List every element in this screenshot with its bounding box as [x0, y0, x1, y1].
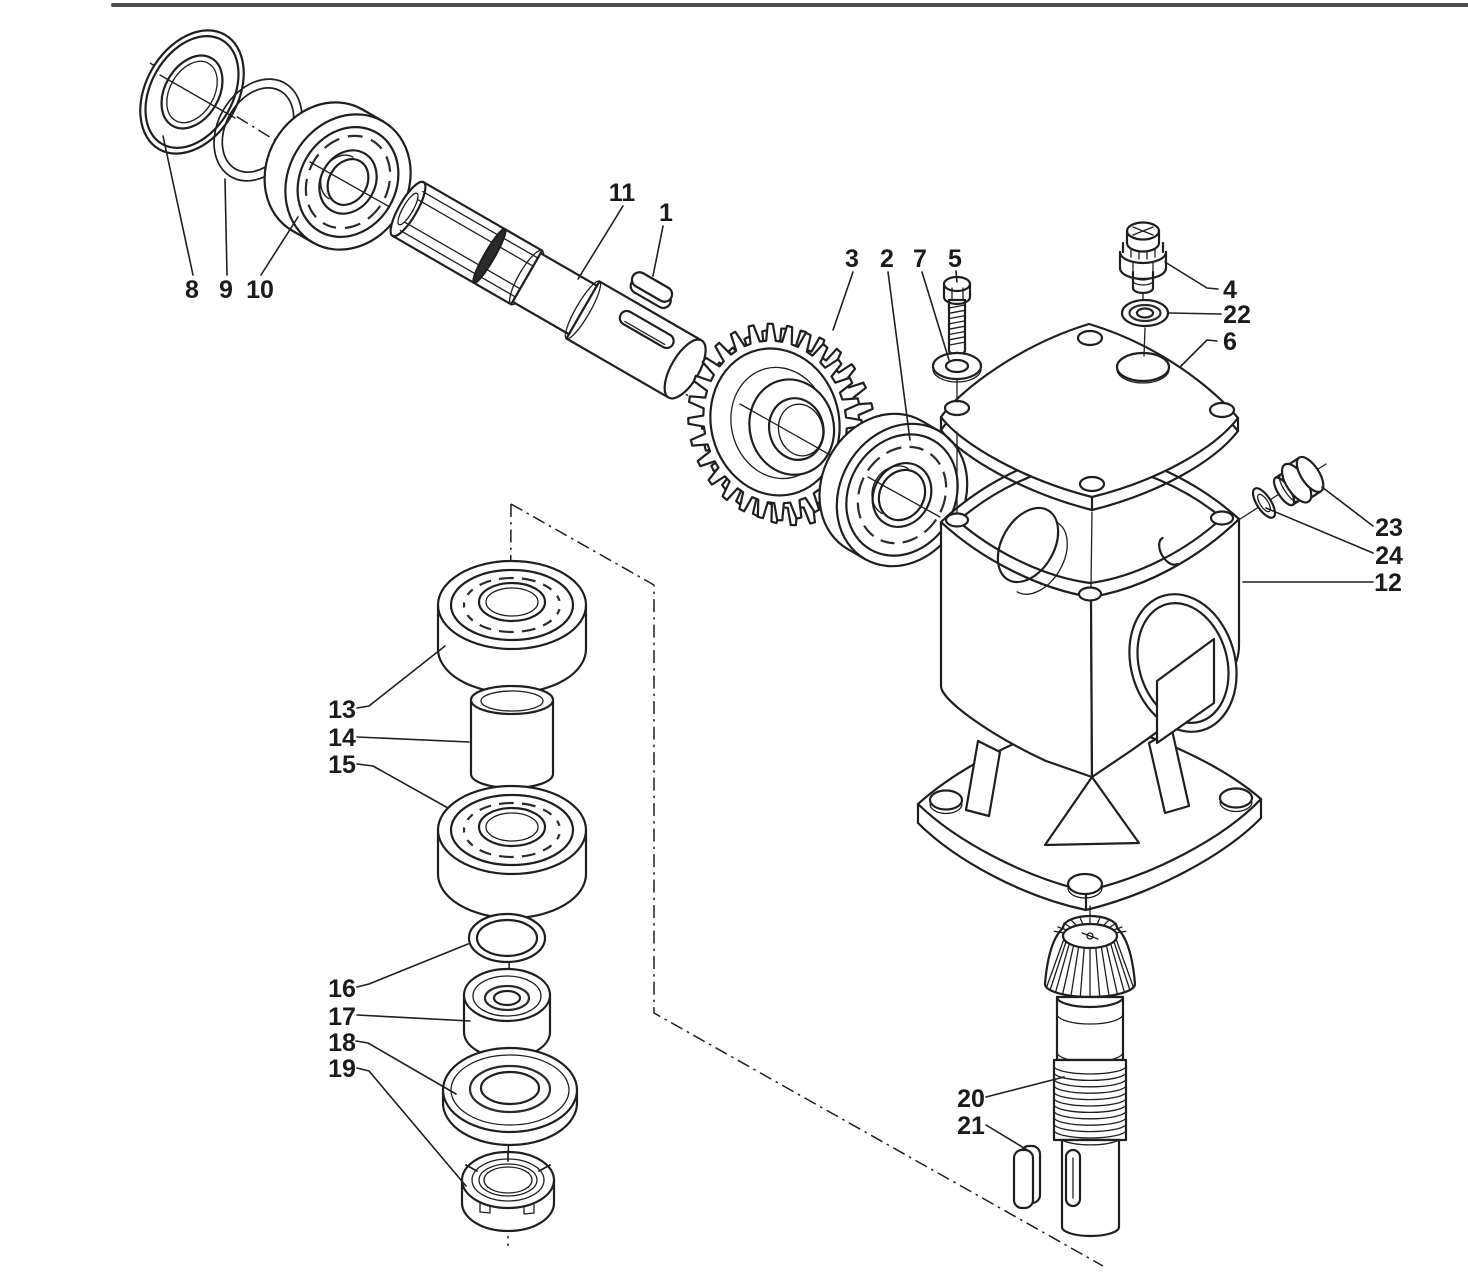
callout-label-1: 1: [659, 199, 673, 227]
callout-label-23: 23: [1375, 514, 1403, 542]
leader-line-17: [356, 1014, 471, 1022]
leader-line-22: [1168, 312, 1222, 315]
callout-label-9: 9: [219, 276, 233, 304]
gearbox-housing: [916, 446, 1263, 912]
shim-ring: [467, 912, 547, 964]
leader-line-4: [1164, 261, 1219, 290]
output-key: [1012, 1144, 1042, 1210]
output-pinion-shaft: [1043, 905, 1137, 1238]
callout-label-24: 24: [1375, 542, 1403, 570]
leader-line-2: [887, 271, 911, 441]
callout-label-14: 14: [328, 724, 356, 752]
callout-label-11: 11: [609, 179, 636, 207]
top-cover: [939, 322, 1240, 512]
spacer-bushing: [469, 684, 555, 790]
callout-label-10: 10: [246, 276, 274, 304]
callout-label-17: 17: [328, 1003, 356, 1031]
oil-seal: [139, 29, 245, 155]
callout-label-12: 12: [1374, 569, 1402, 597]
leader-line-7: [921, 271, 950, 361]
callout-label-15: 15: [328, 751, 356, 779]
leader-line-6: [1180, 339, 1218, 367]
leader-line-21: [985, 1124, 1030, 1152]
callout-label-4: 4: [1223, 276, 1237, 304]
side-plug: [1272, 455, 1325, 507]
leader-line-19: [356, 1067, 467, 1187]
callout-label-19: 19: [328, 1055, 356, 1083]
leader-line-14: [356, 736, 470, 743]
leader-line-11: [577, 205, 624, 280]
ring-nut: [460, 1150, 556, 1233]
leader-line-23: [1321, 486, 1374, 527]
callout-label-6: 6: [1223, 328, 1237, 356]
ball-bearing: [263, 101, 412, 251]
callout-label-3: 3: [845, 245, 859, 273]
callout-label-18: 18: [328, 1029, 356, 1057]
callout-label-22: 22: [1223, 301, 1251, 329]
leader-line-20: [985, 1076, 1065, 1098]
leader-line-10: [260, 216, 299, 276]
callout-label-20: 20: [957, 1085, 985, 1113]
callout-label-16: 16: [328, 975, 356, 1003]
input-shaft: [389, 180, 707, 400]
callout-label-5: 5: [948, 245, 962, 273]
breather-washer: [1120, 298, 1170, 357]
cover-front-axis: [1090, 511, 1093, 589]
bearing-centerline: [309, 161, 389, 207]
leader-line-8: [162, 135, 194, 276]
seal-bushing: [462, 967, 552, 1060]
bearing-upper: [436, 559, 588, 695]
leader-line-15: [356, 763, 449, 809]
bolt-washer: [931, 351, 983, 403]
crown-gear: [687, 322, 877, 527]
hex-bolt: [942, 275, 972, 359]
callout-label-13: 13: [328, 696, 356, 724]
flat-seal: [441, 1046, 579, 1147]
leader-line-9: [224, 178, 228, 276]
shaft-key: [629, 271, 674, 310]
taper-roller-bearing: [818, 412, 969, 568]
callout-label-2: 2: [880, 245, 894, 273]
breather-plug: [1118, 221, 1168, 302]
callout-label-8: 8: [185, 276, 199, 304]
leader-line-24: [1265, 507, 1374, 554]
leader-line-13: [356, 645, 446, 709]
callout-label-7: 7: [913, 245, 927, 273]
leader-line-18: [355, 1040, 457, 1095]
bearing-lower: [436, 784, 588, 920]
bearing2-centerline: [867, 476, 941, 518]
callout-label-21: 21: [957, 1112, 985, 1140]
leader-line-1: [652, 225, 664, 277]
leader-line-5: [955, 270, 958, 283]
leader-line-3: [832, 271, 854, 331]
plug-seal-washer: [1251, 487, 1277, 519]
leader-line-16: [356, 943, 469, 988]
